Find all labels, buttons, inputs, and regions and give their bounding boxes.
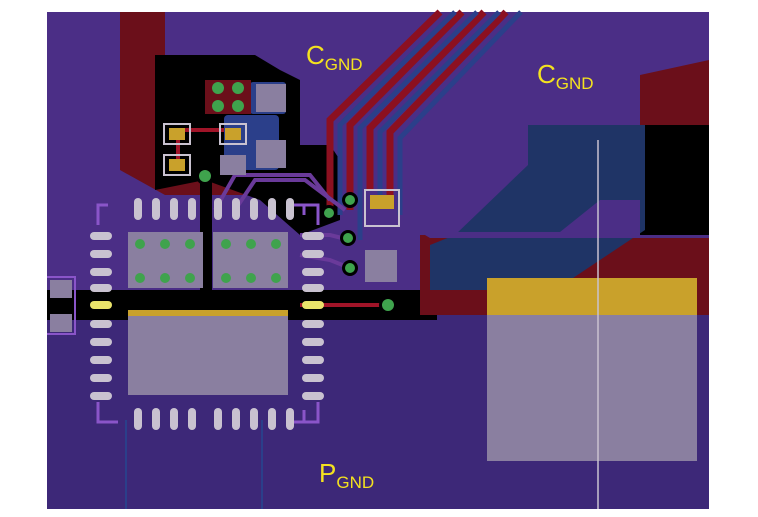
qfn-right-pins (302, 232, 324, 400)
via (232, 82, 244, 94)
via (271, 239, 281, 249)
red-copper-top-right (640, 60, 709, 125)
thermal-pad-lower-strip (128, 310, 288, 316)
cap-pad-2 (163, 154, 191, 176)
fanout-1 (213, 173, 332, 211)
via (221, 273, 231, 283)
cap-pad-4 (220, 155, 246, 175)
label-cgnd-right-main: C (537, 59, 556, 89)
via (185, 273, 195, 283)
trace-blue-1 (337, 10, 457, 215)
qfn-top-pins (134, 198, 294, 220)
label-pgnd-main: P (319, 458, 336, 488)
thermal-vias (135, 239, 281, 283)
via (135, 273, 145, 283)
cap-pad-2-fill (169, 159, 185, 171)
via (199, 170, 211, 182)
svg-text:CGND: CGND (537, 59, 594, 93)
fanout-2 (233, 178, 347, 212)
trace-1 (326, 9, 443, 210)
trace-4 (386, 9, 509, 195)
via (345, 263, 355, 273)
via (135, 239, 145, 249)
qfn-bottom-pins (134, 408, 294, 430)
label-cgnd-left-sub: GND (325, 55, 363, 74)
diagonal-traces (326, 9, 509, 210)
via (160, 273, 170, 283)
trace-blue-3 (377, 10, 501, 205)
component-right-pad (370, 195, 394, 209)
label-cgnd-left-main: C (306, 40, 325, 70)
trace-3 (366, 9, 487, 190)
pad-small-2 (256, 140, 286, 168)
via (212, 82, 224, 94)
via-cluster-pad (205, 80, 251, 114)
thermal-pad-lower (128, 310, 288, 395)
component-right (364, 189, 400, 227)
edge-pad-1 (50, 280, 72, 298)
label-cgnd-right-sub: GND (556, 74, 594, 93)
power-pad-gold (487, 278, 697, 315)
cap-pad-1 (163, 123, 191, 145)
via (246, 239, 256, 249)
edge-pad-outline (47, 276, 76, 335)
via (185, 239, 195, 249)
trace-blue-2 (357, 10, 479, 240)
cap-pad-3 (219, 123, 247, 145)
via (343, 233, 353, 243)
svg-text:PGND: PGND (319, 458, 374, 492)
via (160, 239, 170, 249)
label-pgnd: PGND (319, 458, 374, 492)
via (324, 208, 334, 218)
via (212, 100, 224, 112)
via (232, 100, 244, 112)
trace-2 (346, 9, 465, 210)
trace-vias (196, 167, 397, 314)
void-region-right (640, 125, 709, 235)
via (271, 273, 281, 283)
label-cgnd-right: CGND (537, 59, 594, 93)
pad-small-3 (365, 250, 397, 282)
via (246, 273, 256, 283)
edge-pad-2 (50, 314, 72, 332)
qfn-ic (90, 198, 324, 430)
via (382, 299, 394, 311)
pad-small-1 (256, 84, 286, 112)
blue-copper-region (430, 125, 645, 290)
qfn-left-pins (90, 232, 112, 400)
via (345, 195, 355, 205)
label-pgnd-sub: GND (336, 473, 374, 492)
svg-text:CGND: CGND (306, 40, 363, 74)
cap-pad-1-fill (169, 128, 185, 140)
cgnd-tongue (420, 200, 709, 238)
qfn-outline-extra (96, 203, 320, 424)
label-cgnd-left: CGND (306, 40, 363, 74)
cap-pad-3-fill (225, 128, 241, 140)
via (221, 239, 231, 249)
